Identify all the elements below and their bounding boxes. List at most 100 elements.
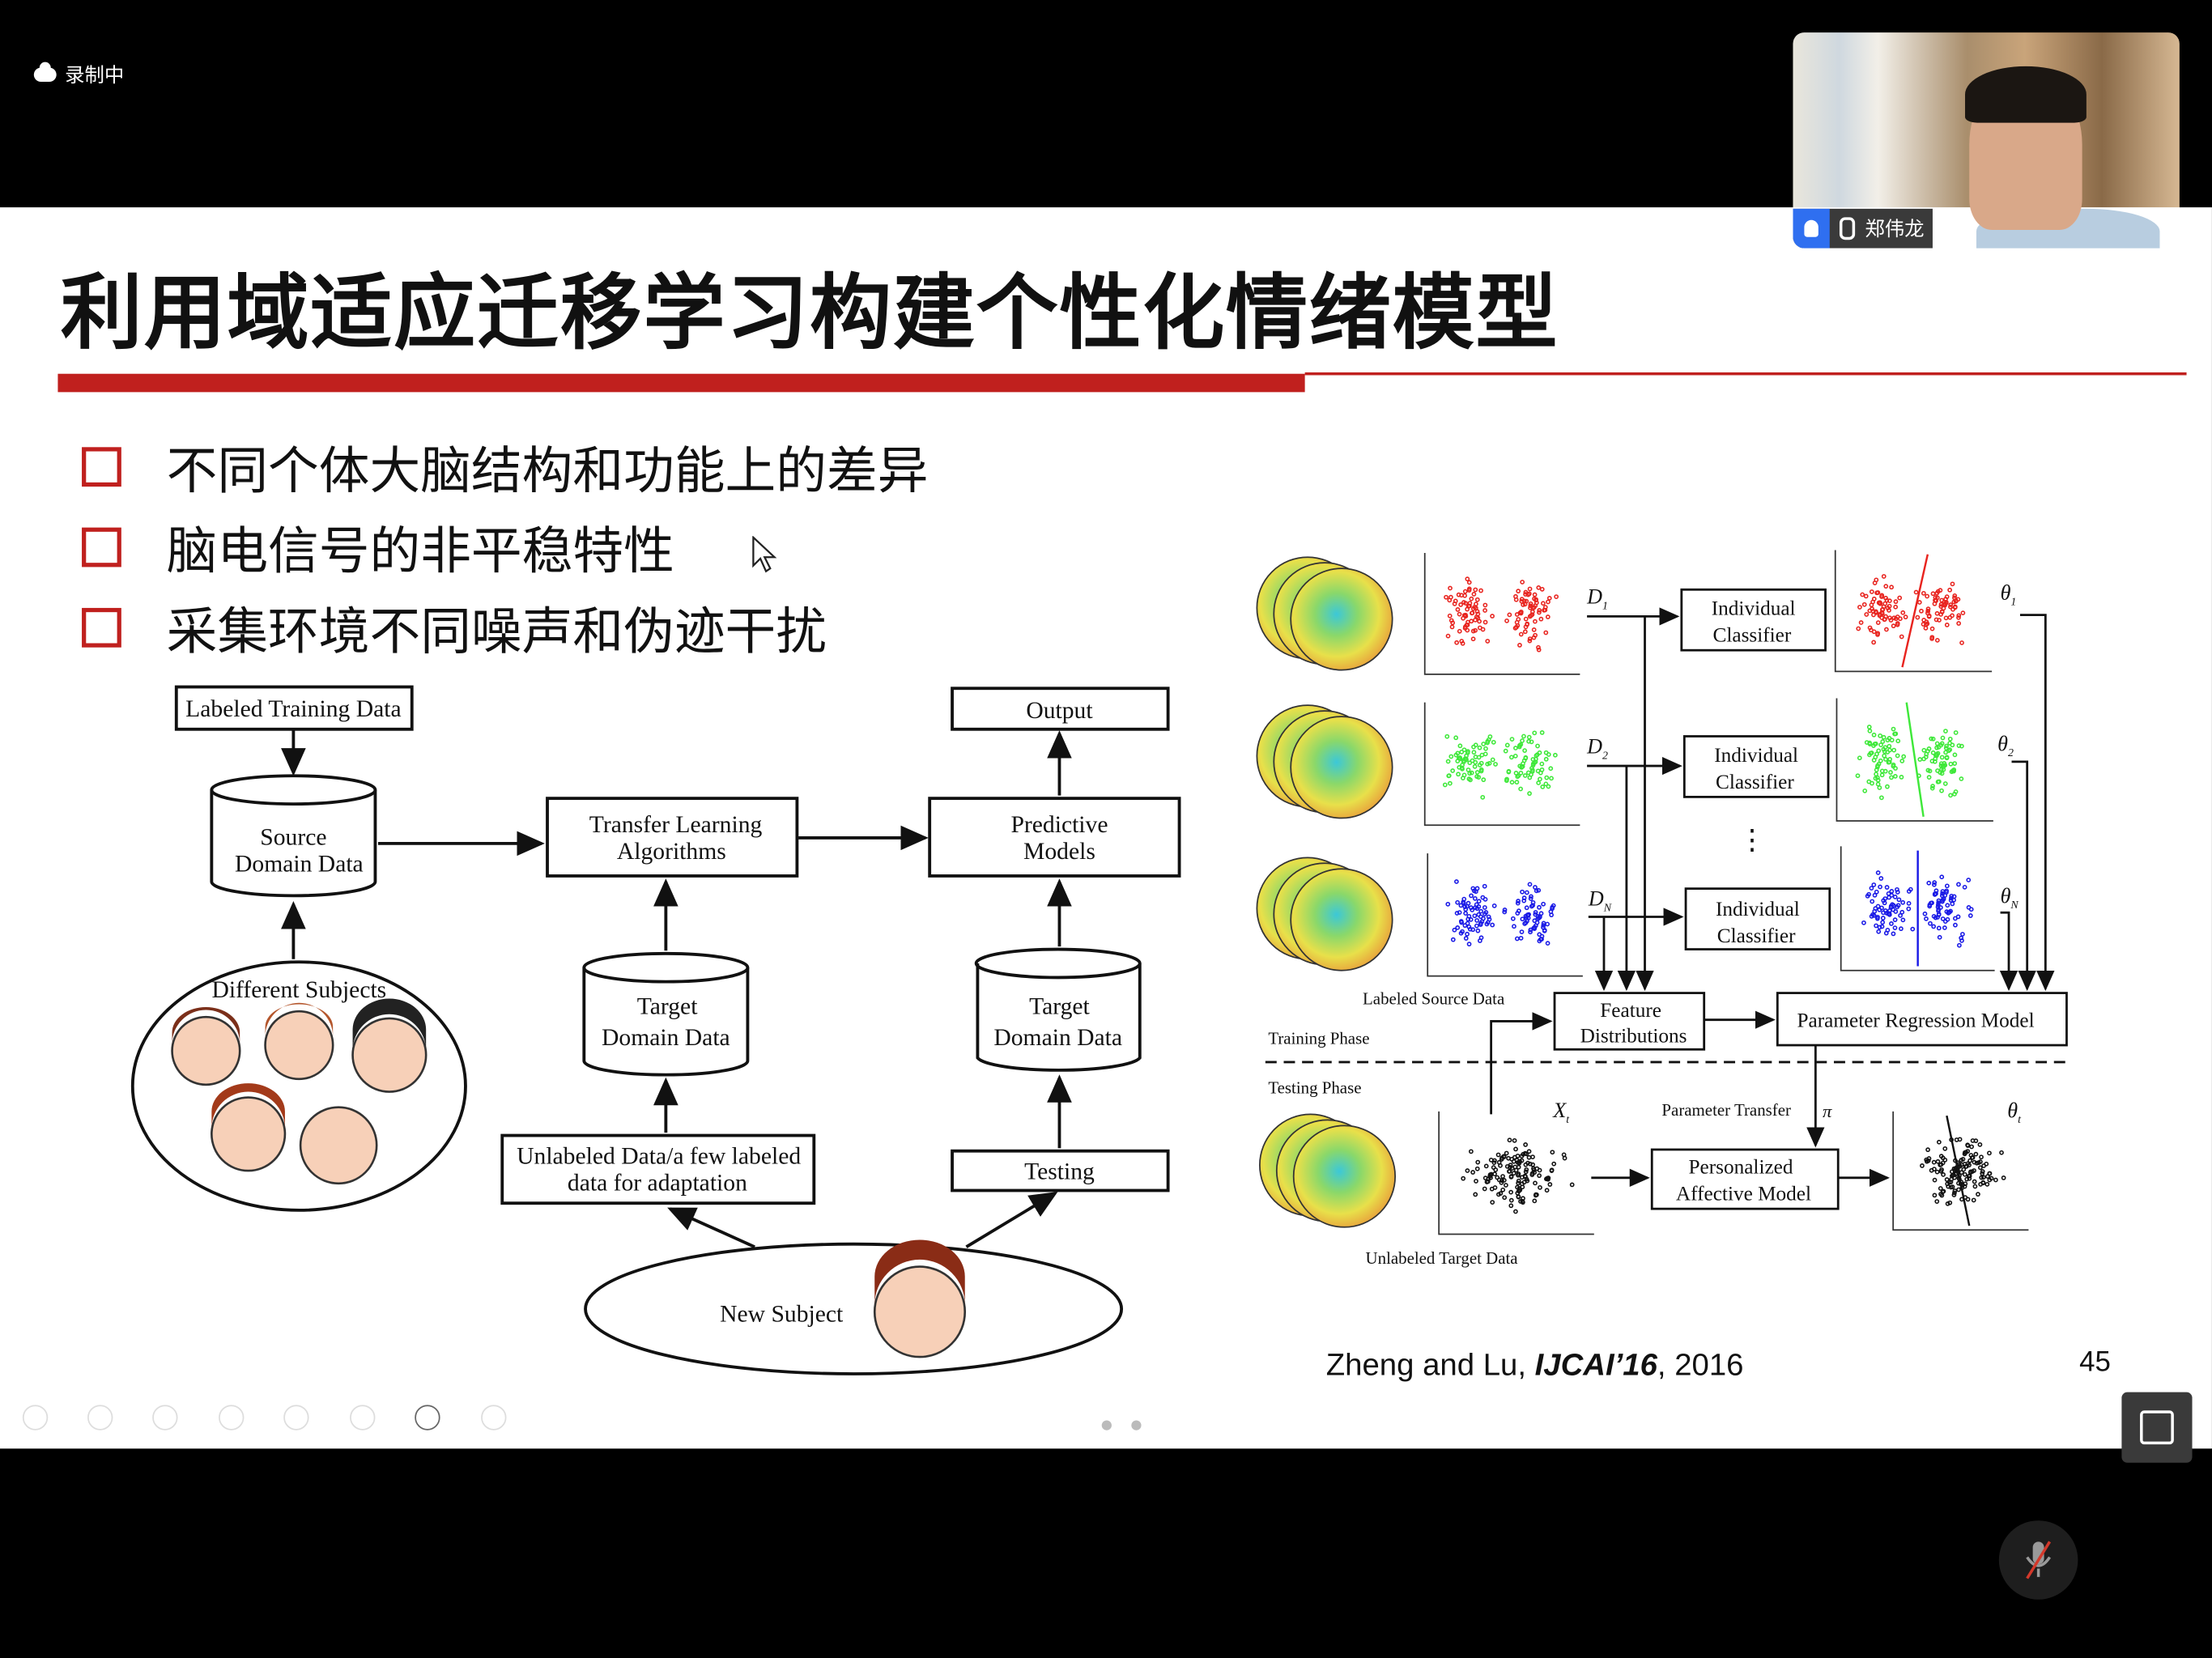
scatter-point	[1524, 890, 1529, 895]
scatter-point	[1482, 1175, 1488, 1181]
scatter-point	[1489, 1186, 1495, 1192]
scatter-point	[1457, 755, 1463, 760]
scatter-point	[1507, 1137, 1512, 1143]
scatter-point	[1498, 1163, 1503, 1168]
zoom-icon[interactable]	[283, 1405, 309, 1431]
scatter-point	[1536, 644, 1541, 650]
scatter-point	[1526, 738, 1531, 744]
scatter-plots	[1423, 550, 2029, 1235]
bullet-item: 不同个体大脑结构和功能上的差异	[82, 430, 928, 504]
recording-indicator: 录制中	[33, 61, 124, 89]
output-box	[951, 687, 1170, 731]
scatter-point	[1939, 1192, 1945, 1198]
scatter-point	[1522, 748, 1527, 753]
scatter-point	[1543, 781, 1549, 787]
more-icon[interactable]	[481, 1405, 507, 1431]
testing-phase-label: Testing Phase	[1268, 1078, 1361, 1097]
scatter-point	[1474, 770, 1480, 775]
scatter-point	[1457, 764, 1462, 770]
camera-icon[interactable]	[415, 1405, 440, 1431]
scatter-point	[1892, 895, 1898, 899]
scatter-point	[1487, 1173, 1493, 1179]
scatter-point	[1514, 780, 1520, 785]
individual-label: Individual	[1716, 898, 1800, 920]
scatter-point	[1922, 911, 1928, 916]
scatter-point	[1950, 1184, 1955, 1190]
scatter-point	[1935, 904, 1941, 910]
scatter-point	[1965, 1142, 1970, 1148]
predictive-label: Predictive	[1010, 812, 1108, 838]
scatter-point	[1866, 779, 1872, 784]
page-dot[interactable]	[1101, 1420, 1112, 1431]
scatter-point	[1959, 1170, 1964, 1175]
checkbox-square-icon	[82, 607, 121, 648]
scatter-point	[1867, 729, 1873, 733]
scatter-point	[1893, 773, 1898, 779]
scatter-point	[1940, 891, 1945, 896]
pen-icon[interactable]	[152, 1405, 178, 1431]
scatter-point	[1469, 619, 1474, 624]
scatter-point	[1913, 589, 1919, 595]
scatter-point	[1454, 879, 1459, 884]
scatter-point	[1932, 1192, 1938, 1198]
scatter-point	[1915, 614, 1921, 620]
scatter-point	[1857, 755, 1862, 761]
scatter-point	[1527, 882, 1533, 887]
scatter-point	[1950, 581, 1955, 587]
scatter-point	[1521, 898, 1527, 903]
transfer-learning-flowchart: Labeled Training Data Source Domain Data…	[130, 685, 1181, 1375]
scatter-point	[1864, 612, 1870, 617]
scatter-point	[1509, 755, 1514, 760]
scatter-point	[1948, 898, 1954, 903]
scatter-point	[1528, 603, 1534, 609]
slides-overview-icon[interactable]	[219, 1405, 245, 1431]
scatter-point	[1498, 1191, 1504, 1197]
scatter-point	[1474, 602, 1478, 607]
scatter-point	[1446, 773, 1452, 779]
scatter-point	[1520, 916, 1525, 922]
participant-video[interactable]: 郑伟龙	[1793, 32, 2180, 249]
subtitle-icon[interactable]	[350, 1405, 376, 1431]
scatter-point	[1465, 931, 1470, 937]
scatter-point	[1547, 1182, 1553, 1187]
scatter-point	[1531, 1167, 1537, 1173]
scatter-point	[1533, 759, 1538, 764]
scatter-point	[1476, 755, 1482, 760]
scatter-point	[1875, 632, 1880, 637]
user-icon	[1793, 208, 1830, 249]
scatter-point	[1538, 616, 1544, 622]
feature-label: Feature	[1600, 999, 1661, 1022]
scatter-point	[1471, 592, 1477, 597]
scatter-point	[1929, 636, 1934, 641]
d1-symbol: D1	[1586, 585, 1608, 613]
scatter-point	[1925, 621, 1930, 627]
scatter-point	[1519, 598, 1525, 604]
scatter-point	[1523, 755, 1529, 761]
new-subject-label: New Subject	[720, 1302, 844, 1328]
scatter-point	[1490, 922, 1495, 928]
scatter-point	[1938, 588, 1943, 593]
scatter-point	[1449, 624, 1455, 630]
previous-slide-icon[interactable]	[22, 1405, 49, 1431]
scatter-point	[1939, 597, 1945, 603]
decision-boundary	[1905, 702, 1925, 817]
scatter-point	[1939, 874, 1945, 880]
scatter-point	[1959, 776, 1964, 781]
individual-label: Individual	[1712, 597, 1796, 620]
scatter-point	[1478, 908, 1483, 914]
next-slide-icon[interactable]	[87, 1405, 113, 1431]
scatter-point	[1532, 592, 1538, 597]
mute-toggle-button[interactable]	[1998, 1520, 2078, 1600]
scatter-point	[1953, 916, 1958, 921]
scatter-point	[1879, 610, 1885, 615]
d2-symbol: D2	[1586, 734, 1608, 762]
scatter-point	[1938, 761, 1944, 767]
scatter-point	[1477, 745, 1482, 750]
scatter-point	[1465, 900, 1471, 906]
scatter-point	[1445, 759, 1451, 764]
scatter-point	[1947, 741, 1953, 746]
scatter-point	[1934, 595, 1940, 601]
exit-fullscreen-button[interactable]	[2121, 1392, 2193, 1463]
scatter-point	[1932, 1177, 1938, 1183]
page-dot[interactable]	[1131, 1420, 1142, 1431]
